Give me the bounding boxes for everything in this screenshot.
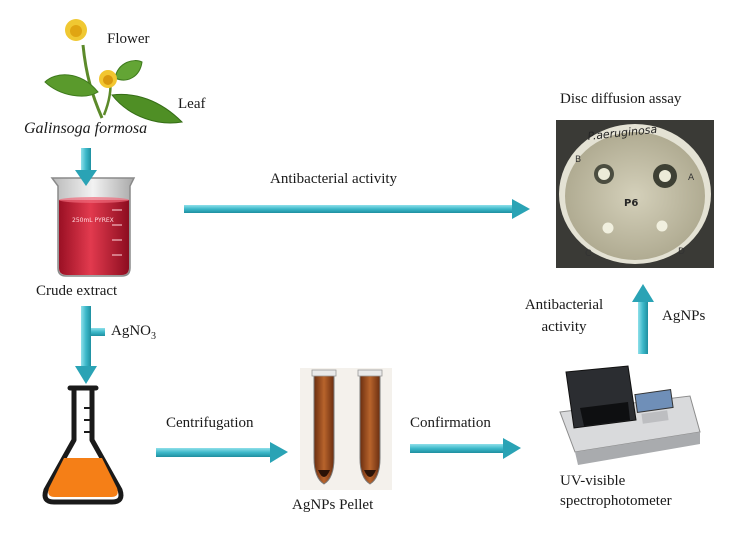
arrow-plant-to-beaker — [75, 148, 97, 186]
spectro-caption-line1: UV-visible — [560, 473, 626, 489]
plate-label-c: C — [585, 249, 591, 259]
pellet-caption: AgNPs Pellet — [292, 497, 374, 513]
agno3-prefix: AgNO — [111, 323, 151, 339]
erlenmeyer-flask — [42, 385, 124, 505]
arrow-beaker-to-flask — [75, 306, 105, 384]
antibacterial-activity-side: Antibacterial activity — [520, 296, 608, 336]
plate-label-b: B — [575, 155, 581, 165]
arrow-spectro-to-assay — [632, 284, 654, 354]
agno3-subscript: 3 — [151, 331, 156, 342]
agnps-label: AgNPs — [662, 308, 706, 324]
disc-a — [653, 164, 677, 188]
plate-label-a: A — [688, 173, 695, 183]
flower-head-lower — [99, 70, 117, 88]
disc-c — [602, 222, 614, 234]
centrifuge-tubes — [300, 368, 392, 490]
beaker-scale-text: 250mL PYREX — [72, 217, 114, 224]
confirmation-label: Confirmation — [410, 415, 491, 431]
beaker-crude-extract: 250mL PYREX — [50, 177, 136, 277]
tube-left — [311, 369, 337, 485]
petri-dish: P.aeruginosa P6 B A C D — [556, 120, 714, 268]
leaf-left — [44, 74, 99, 97]
plate-center-mark: P6 — [624, 198, 638, 209]
assay-title: Disc diffusion assay — [560, 91, 682, 107]
spectro-caption-line2: spectrophotometer — [560, 493, 672, 509]
spectrophotometer — [559, 365, 701, 465]
antibacterial-activity-top: Antibacterial activity — [270, 171, 398, 187]
agno3-label: AgNO3 — [111, 322, 156, 346]
tube-right — [357, 369, 383, 485]
disc-b — [594, 164, 614, 184]
flower-label: Flower — [107, 31, 150, 47]
antibacterial-side-line1: Antibacterial — [524, 297, 604, 313]
spectro-caption: UV-visible spectrophotometer — [560, 472, 672, 510]
centrifugation-label: Centrifugation — [166, 415, 254, 431]
leaf-right — [111, 60, 184, 124]
arrow-confirmation — [410, 438, 521, 459]
crude-extract-caption: Crude extract — [36, 283, 118, 299]
flower-head-top — [65, 19, 87, 41]
arrow-antibacterial-top — [184, 199, 530, 219]
plant-illustration — [44, 19, 184, 124]
plate-label-d: D — [678, 247, 685, 257]
species-name: Galinsoga formosa — [24, 120, 148, 137]
leaf-label: Leaf — [178, 96, 206, 112]
arrow-centrifugation — [156, 442, 288, 463]
antibacterial-side-line2: activity — [541, 319, 587, 335]
disc-d — [656, 220, 668, 232]
